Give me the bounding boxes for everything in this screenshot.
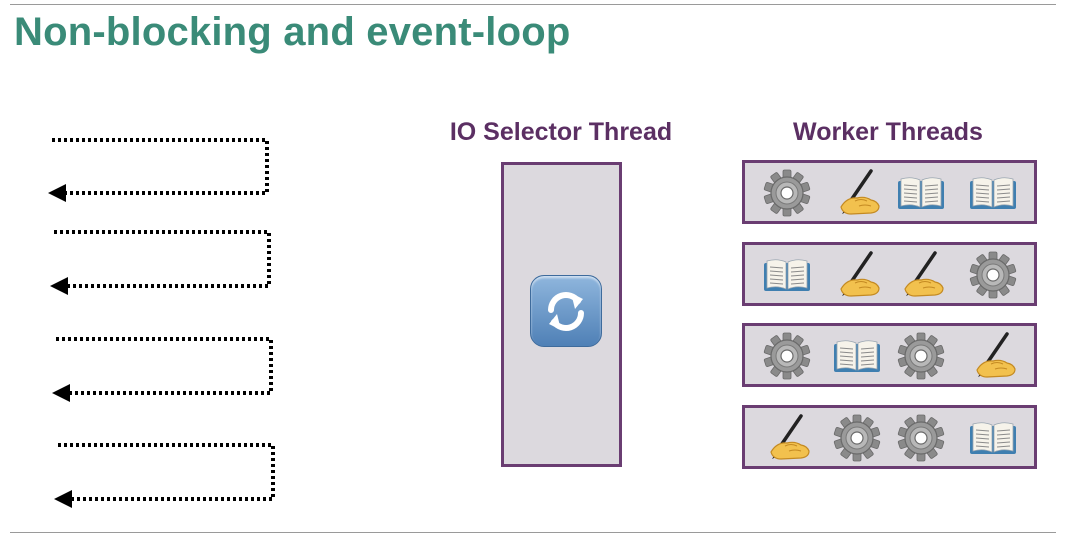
request-arrow-2	[50, 230, 271, 295]
selector-heading: IO Selector Thread	[449, 118, 673, 146]
book-icon	[831, 330, 883, 382]
request-arrow-1	[48, 138, 269, 202]
workers-heading: Worker Threads	[793, 118, 983, 146]
top-divider	[10, 4, 1056, 5]
writing-hand-icon	[761, 412, 813, 464]
worker-thread-row	[742, 160, 1037, 224]
worker-thread-row	[742, 405, 1037, 469]
gear-icon	[895, 330, 947, 382]
gear-icon	[831, 412, 883, 464]
worker-thread-row	[742, 323, 1037, 387]
request-arrow-3	[52, 337, 273, 402]
writing-hand-icon	[831, 167, 883, 219]
bottom-divider	[10, 532, 1056, 533]
worker-thread-row	[742, 242, 1037, 306]
writing-hand-icon	[895, 249, 947, 301]
slide-title: Non-blocking and event-loop	[14, 10, 571, 54]
selector-thread-box	[501, 162, 622, 467]
request-arrows	[48, 138, 275, 508]
gear-icon	[895, 412, 947, 464]
refresh-icon	[530, 275, 602, 347]
writing-hand-icon	[967, 330, 1019, 382]
book-icon	[761, 249, 813, 301]
gear-icon	[967, 249, 1019, 301]
book-icon	[895, 167, 947, 219]
gear-icon	[761, 167, 813, 219]
book-icon	[967, 167, 1019, 219]
request-arrow-4	[54, 443, 275, 508]
writing-hand-icon	[831, 249, 883, 301]
book-icon	[967, 412, 1019, 464]
gear-icon	[761, 330, 813, 382]
